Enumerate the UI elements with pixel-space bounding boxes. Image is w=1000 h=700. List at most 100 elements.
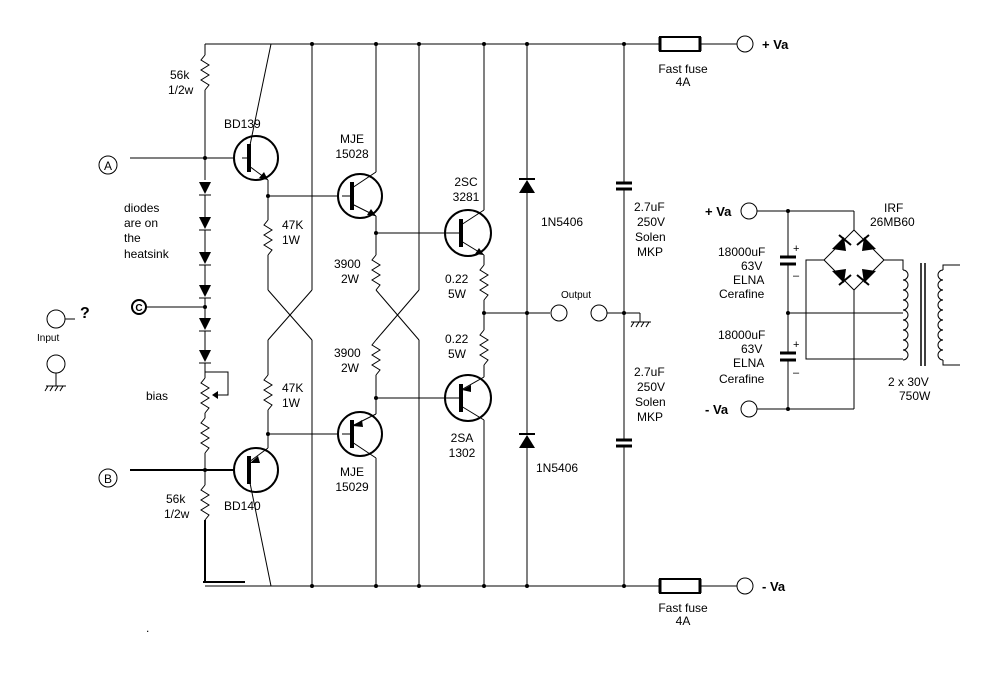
psu-neg-terminal <box>740 400 758 418</box>
r56k-bot-l1: 56k <box>166 492 186 506</box>
fcap-top-l1: 18000uF <box>718 245 765 259</box>
r47k-bot-l2: 1W <box>282 396 301 410</box>
cap-bot-minus: – <box>793 367 800 379</box>
diode-note-4: heatsink <box>124 247 170 261</box>
bias-label: bias <box>146 389 168 403</box>
capacitor-top <box>616 181 632 191</box>
transistor-mje15029 <box>337 411 383 586</box>
mje15028-l2: 15028 <box>335 147 369 161</box>
ground-icon <box>630 321 651 328</box>
bd140-label: BD140 <box>224 499 261 513</box>
r47k-top-l2: 1W <box>282 233 301 247</box>
r56k-bot-l2: 1/2w <box>164 507 190 521</box>
q2sc-l1: 2SC <box>454 175 478 189</box>
stray-dot: . <box>146 621 149 635</box>
resistor-3900-bottom <box>371 339 381 376</box>
fuse-bottom <box>658 577 754 595</box>
node-a-label: A <box>104 159 112 173</box>
capacitor-bottom <box>616 438 632 448</box>
input-ground-terminal <box>46 354 66 374</box>
r3900-top-l2: 2W <box>341 272 360 286</box>
cap-bot-plus: + <box>793 339 799 351</box>
fuse-bot-label-1: Fast fuse <box>658 601 708 615</box>
d-bot-label: 1N5406 <box>536 461 578 475</box>
bridge-l1: IRF <box>884 201 903 215</box>
diode-note-2: are on <box>124 216 158 230</box>
fuse-bot-label-2: 4A <box>676 614 691 628</box>
fcap-top-l3: ELNA <box>733 273 764 287</box>
resistor-022-bottom <box>479 329 489 366</box>
re-bot-l1: 0.22 <box>445 332 469 346</box>
resistor-56k-bottom <box>200 484 210 521</box>
transistor-bd139 <box>233 43 279 181</box>
fcap-bot-l3: ELNA <box>733 356 764 370</box>
node-c-label: C <box>135 303 142 314</box>
fuse-top-label-2: 4A <box>676 75 691 89</box>
mje15029-l1: MJE <box>340 465 364 479</box>
diode-1n5406-top <box>519 178 535 193</box>
output-label: Output <box>561 290 591 301</box>
transformer-l1: 2 x 30V <box>888 375 929 389</box>
transistor-mje15028 <box>337 44 383 219</box>
mje15028-l1: MJE <box>340 132 364 146</box>
resistor-47k-top <box>263 219 273 256</box>
bridge-l2: 26MB60 <box>870 215 915 229</box>
re-bot-l2: 5W <box>448 347 467 361</box>
filter-capacitor-top <box>780 255 796 266</box>
cap-top-l3: Solen <box>635 230 666 244</box>
transistor-2sa1302 <box>444 374 492 586</box>
mje15029-l2: 15029 <box>335 480 369 494</box>
fuse-top-label-1: Fast fuse <box>658 62 708 76</box>
r3900-top-l1: 3900 <box>334 257 361 271</box>
output-terminal-right <box>590 304 608 322</box>
cap-top-l2: 250V <box>637 215 665 229</box>
fuse-top <box>658 35 754 53</box>
transformer-l2: 750W <box>899 389 931 403</box>
rail-neg-label: - Va <box>762 579 786 594</box>
q2sa-l2: 1302 <box>449 446 476 460</box>
terminal-pos-top <box>736 35 754 53</box>
fcap-bot-l2: 63V <box>741 342 762 356</box>
fcap-top-l4: Cerafine <box>719 287 765 301</box>
input-terminal <box>46 309 66 329</box>
d-top-label: 1N5406 <box>541 215 583 229</box>
re-top-l2: 5W <box>448 287 467 301</box>
filter-capacitor-bottom <box>780 351 796 362</box>
cap-bot-l4: MKP <box>637 410 663 424</box>
terminal-neg-bottom <box>736 577 754 595</box>
bias-potentiometer <box>200 377 210 414</box>
cap-bot-l3: Solen <box>635 395 666 409</box>
r47k-top-l1: 47K <box>282 218 303 232</box>
diode-note-1: diodes <box>124 201 159 215</box>
q2sa-l1: 2SA <box>451 431 474 445</box>
input-question: ? <box>80 305 90 322</box>
bias-resistor <box>200 417 210 454</box>
psu-neg-label: - Va <box>705 402 729 417</box>
transistor-bd140 <box>233 447 279 587</box>
cap-top-minus: – <box>793 270 800 282</box>
diode-note-3: the <box>124 231 141 245</box>
cap-top-l1: 2.7uF <box>634 200 665 214</box>
r3900-bot-l1: 3900 <box>334 346 361 360</box>
node-b-terminal <box>98 468 118 488</box>
r56k-top-l1: 56k <box>170 68 190 82</box>
cap-top-l4: MKP <box>637 245 663 259</box>
psu-pos-label: + Va <box>705 204 732 219</box>
re-top-l1: 0.22 <box>445 272 469 286</box>
r47k-bot-l1: 47K <box>282 381 303 395</box>
fcap-top-l2: 63V <box>741 259 762 273</box>
node-b-label: B <box>104 472 112 486</box>
resistor-47k-bottom <box>263 374 273 411</box>
r56k-top-l2: 1/2w <box>168 83 194 97</box>
fcap-bot-l1: 18000uF <box>718 328 765 342</box>
cap-bot-l1: 2.7uF <box>634 365 665 379</box>
resistor-3900-top <box>371 254 381 291</box>
bd139-label: BD139 <box>224 117 261 131</box>
diode-1n5406-bottom <box>519 433 535 448</box>
r3900-bot-l2: 2W <box>341 361 360 375</box>
resistor-022-top <box>479 264 489 301</box>
transistor-2sc3281 <box>444 44 492 257</box>
transformer <box>902 263 960 366</box>
q2sc-l2: 3281 <box>453 190 480 204</box>
